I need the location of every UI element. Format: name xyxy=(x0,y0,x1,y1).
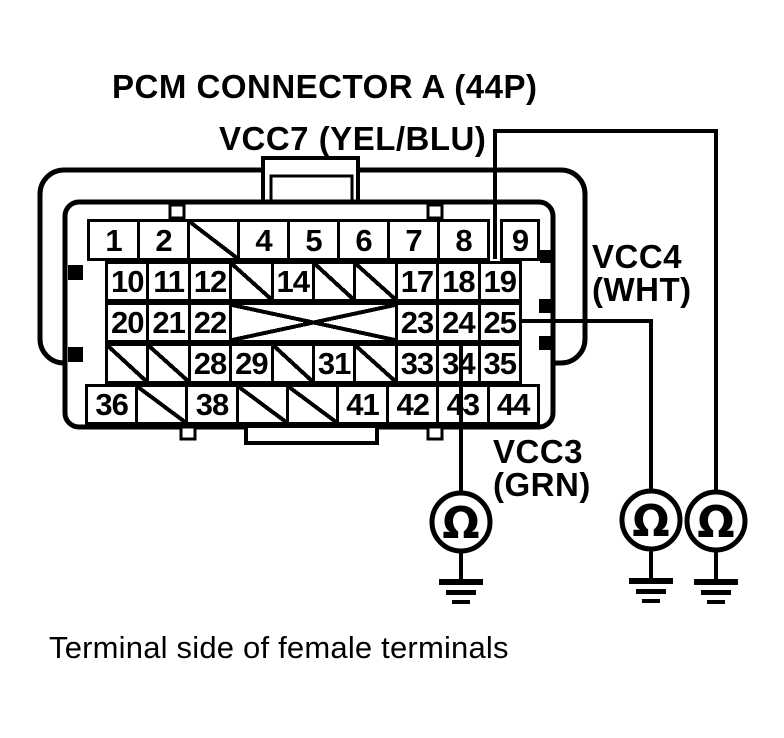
pin-cell-35: 35 xyxy=(477,343,522,384)
blocked-cell xyxy=(311,261,357,302)
blocked-cell xyxy=(270,343,315,384)
pin-cell-6: 6 xyxy=(337,219,390,261)
pin-cell-44: 44 xyxy=(486,384,540,425)
pin-cell-25: 25 xyxy=(477,302,522,343)
page-title: PCM CONNECTOR A (44P) xyxy=(112,68,538,105)
pin-cell-5: 5 xyxy=(287,219,340,261)
pin-cell-22: 22 xyxy=(187,302,233,343)
pin-cell-33: 33 xyxy=(394,343,440,384)
pin-cell-21: 21 xyxy=(146,302,191,343)
pin-cell-8: 8 xyxy=(437,219,490,261)
vcc7-wire-label: VCC7 (YEL/BLU) xyxy=(219,120,487,157)
bottom-center-tab xyxy=(244,424,379,445)
top-key-tab-left xyxy=(168,203,186,220)
pin-cell-2: 2 xyxy=(137,219,190,261)
pin-cell-10: 10 xyxy=(105,261,150,302)
pin-cell-7: 7 xyxy=(387,219,440,261)
lock-square-left-1 xyxy=(68,265,83,280)
pin-cell-43: 43 xyxy=(436,384,490,425)
top-key-tab-right xyxy=(426,203,444,220)
pin-cell-1: 1 xyxy=(87,219,140,261)
blocked-cell xyxy=(353,261,398,302)
bottom-key-tab-left xyxy=(179,425,197,441)
blocked-cell xyxy=(187,219,240,261)
pin-cell-11: 11 xyxy=(146,261,191,302)
diagram-caption: Terminal side of female terminals xyxy=(49,630,509,665)
blocked-cell xyxy=(229,261,274,302)
pin-cell-17: 17 xyxy=(394,261,440,302)
pin-cell-9: 9 xyxy=(500,219,540,261)
pin-cell-14: 14 xyxy=(270,261,315,302)
pin-cell-38: 38 xyxy=(185,384,239,425)
blocked-cell xyxy=(353,343,398,384)
blocked-cell xyxy=(135,384,189,425)
pin-cell-34: 34 xyxy=(436,343,481,384)
lock-square-left-2 xyxy=(68,347,83,362)
crossed-out-region xyxy=(229,302,398,343)
blocked-cell xyxy=(235,384,289,425)
pin-cell-12: 12 xyxy=(187,261,233,302)
pin-cell-28: 28 xyxy=(187,343,233,384)
pin-cell-41: 41 xyxy=(335,384,390,425)
pin-cell-23: 23 xyxy=(394,302,440,343)
blocked-cell xyxy=(105,343,150,384)
pin-cell-4: 4 xyxy=(237,219,290,261)
blocked-cell xyxy=(146,343,191,384)
pin-cell-20: 20 xyxy=(105,302,150,343)
pin-cell-31: 31 xyxy=(311,343,357,384)
pin-cell-42: 42 xyxy=(386,384,440,425)
pin-cell-19: 19 xyxy=(477,261,522,302)
blocked-cell xyxy=(285,384,339,425)
pin-cell-24: 24 xyxy=(436,302,481,343)
bottom-key-tab-right xyxy=(426,425,444,441)
pin-cell-29: 29 xyxy=(229,343,274,384)
pin-cell-36: 36 xyxy=(85,384,139,425)
pin-cell-18: 18 xyxy=(436,261,481,302)
